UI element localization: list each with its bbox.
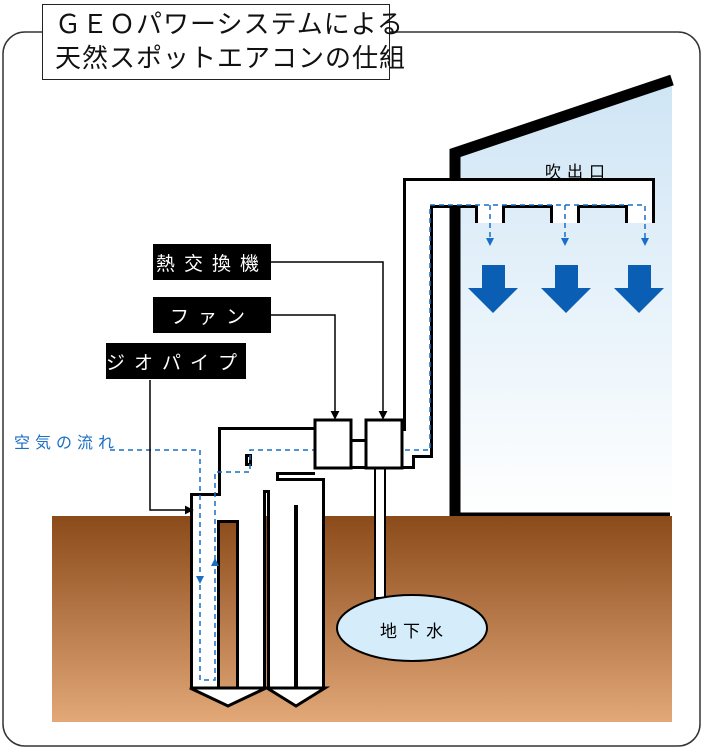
outlet-label: 吹出口 xyxy=(545,162,612,181)
down-arrow-icon xyxy=(468,265,664,313)
flow-arrow-icon xyxy=(196,238,649,584)
fan-tag: ファン xyxy=(153,297,271,333)
heat-exchanger-box xyxy=(364,418,404,470)
air-flow-path xyxy=(110,204,646,681)
groundwater-pool xyxy=(336,594,488,662)
groundwater-label: 地下水 xyxy=(380,622,449,642)
title-line-1: ＧＥＯパワーシステムによる xyxy=(55,10,404,40)
leader-lines xyxy=(149,261,388,515)
title-box: ＧＥＯパワーシステムによる 天然スポットエアコンの仕組 xyxy=(42,4,407,80)
air-flow-label: 空気の流れ xyxy=(14,433,120,452)
groundwater-pipe xyxy=(374,467,386,599)
fan-box xyxy=(313,418,353,470)
geo-pipe-tag: ジオパイプ xyxy=(106,343,246,379)
geo-pipe xyxy=(189,178,655,708)
title-line-2: 天然スポットエアコンの仕組 xyxy=(55,44,407,74)
heat-exchanger-tag: 熱交換機 xyxy=(153,244,271,280)
